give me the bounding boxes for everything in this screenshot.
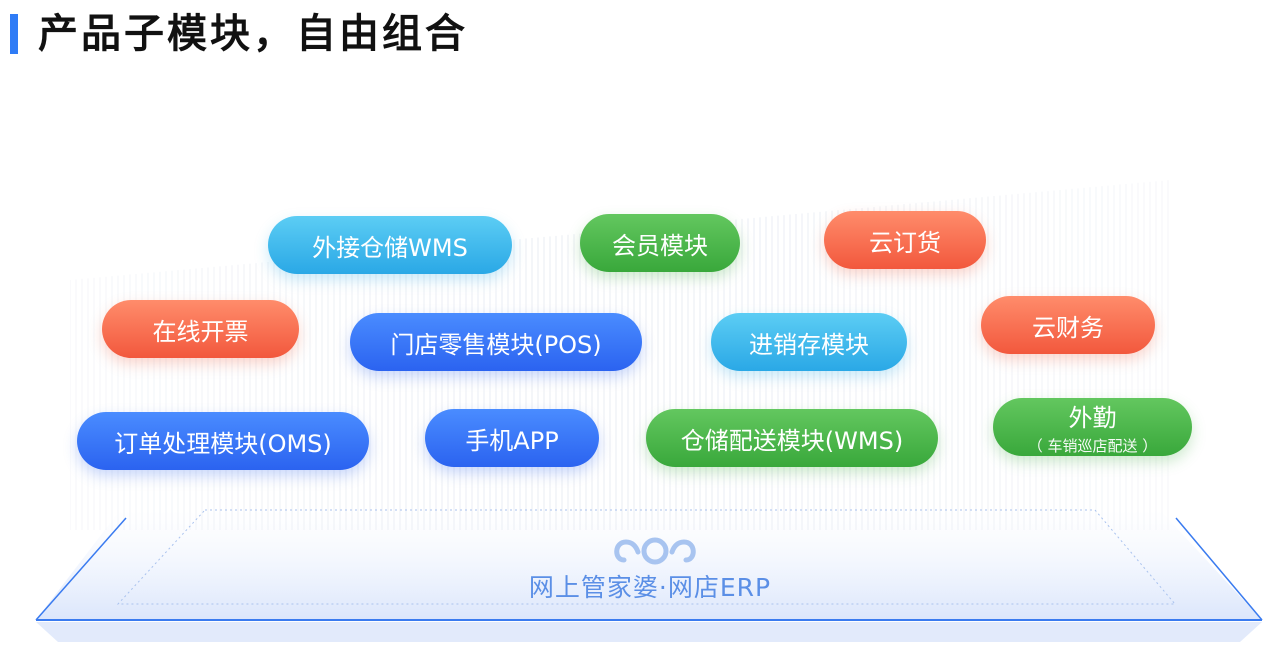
- module-label: 在线开票: [152, 317, 249, 346]
- page-title: 产品子模块，自由组合: [38, 11, 468, 57]
- module-label: 外接仓储WMS: [312, 233, 468, 262]
- module-invoice[interactable]: 在线开票: [102, 300, 299, 358]
- module-member[interactable]: 会员模块: [580, 214, 740, 272]
- module-field[interactable]: 外勤 （ 车销巡店配送 ）: [993, 398, 1192, 456]
- module-cloud-finance[interactable]: 云财务: [981, 296, 1155, 354]
- module-label: 外勤: [1068, 404, 1117, 432]
- module-cloud-order[interactable]: 云订货: [824, 211, 986, 269]
- background-lines: [70, 180, 1169, 530]
- module-wms-external[interactable]: 外接仓储WMS: [268, 216, 512, 274]
- module-label: 门店零售模块(POS): [390, 330, 602, 359]
- platform-base: [35, 509, 1263, 642]
- title-accent-bar: [10, 14, 18, 54]
- module-mobile-app[interactable]: 手机APP: [425, 409, 599, 467]
- module-label: 手机APP: [465, 426, 559, 455]
- module-label: 会员模块: [612, 231, 708, 260]
- module-label: 云财务: [1032, 313, 1104, 342]
- module-sublabel: （ 车销巡店配送 ）: [1027, 437, 1158, 455]
- module-wms-delivery[interactable]: 仓储配送模块(WMS): [646, 409, 938, 467]
- cloud-logo-icon: [614, 537, 696, 565]
- brand-name: 网上管家婆·网店ERP: [528, 573, 772, 602]
- module-jxc[interactable]: 进销存模块: [711, 313, 907, 371]
- module-label: 进销存模块: [749, 330, 869, 359]
- module-pos[interactable]: 门店零售模块(POS): [350, 313, 642, 371]
- module-label: 云订货: [869, 228, 941, 257]
- module-label: 仓储配送模块(WMS): [680, 426, 904, 455]
- module-label: 订单处理模块(OMS): [114, 429, 332, 458]
- module-oms[interactable]: 订单处理模块(OMS): [77, 412, 369, 470]
